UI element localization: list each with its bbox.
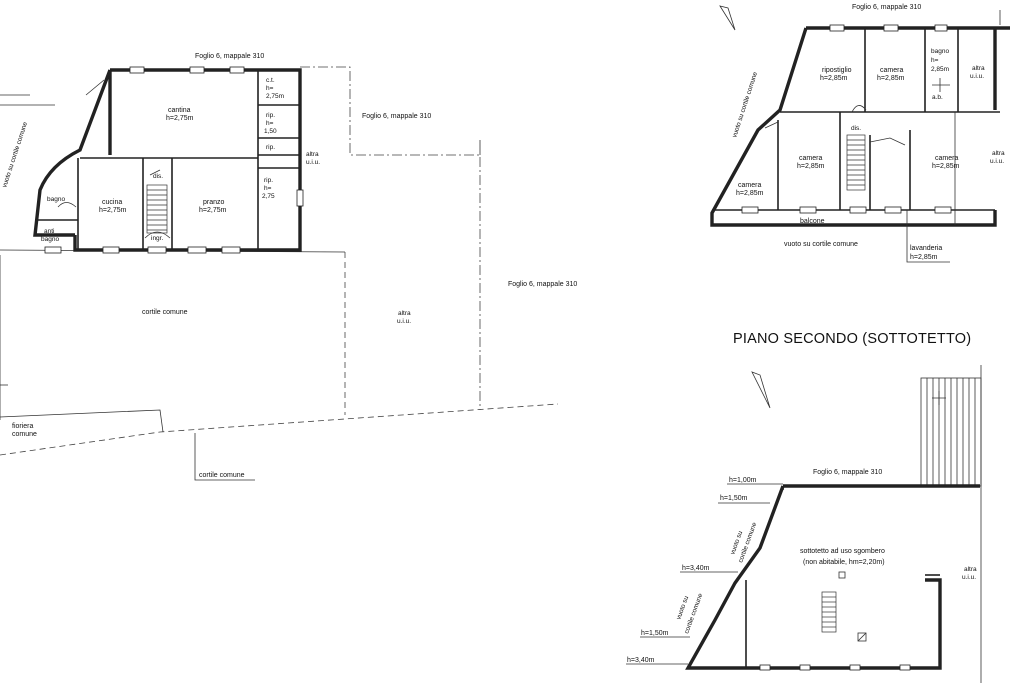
room-cucina-height: h=2,75m xyxy=(99,207,127,214)
second-floor-plan: PIANO SECONDO (SOTTOTETTO) xyxy=(626,331,982,683)
room-ct: c.t. xyxy=(266,77,275,84)
room-ingresso: ingr. xyxy=(151,235,163,242)
ff-lavanderia-label: lavanderia xyxy=(910,245,942,252)
room-ct-h2: 2,75m xyxy=(266,93,284,100)
room-dis: dis. xyxy=(153,173,163,180)
sf-parcel-label: Foglio 6, mappale 310 xyxy=(813,469,882,476)
ground-floor-plan: Foglio 6, mappale 310 Foglio 6, mappale … xyxy=(0,53,577,481)
room-rip-3-h1: h= xyxy=(264,185,272,192)
room-cucina: cucina xyxy=(102,199,122,206)
ff-altra-top: altra xyxy=(972,65,985,72)
sf-height-340-bottom: h=3,40m xyxy=(627,657,655,664)
ff-room-camera-4: camera xyxy=(738,182,761,189)
altra-uiu-yard-2: u.i.u. xyxy=(397,318,411,325)
sf-sottotetto-label: sottotetto ad uso sgombero xyxy=(800,548,885,555)
sf-sottotetto-note: (non abitabile, hm=2,20m) xyxy=(803,559,885,566)
parcel-label-far: Foglio 6, mappale 310 xyxy=(508,281,577,288)
ff-room-bagno-h2: 2,85m xyxy=(931,66,949,73)
ff-lavanderia-height: h=2,85m xyxy=(910,254,938,261)
sf-uiu: u.i.u. xyxy=(962,574,976,581)
ff-uiu-right: u.i.u. xyxy=(990,158,1004,165)
sf-height-100: h=1,00m xyxy=(729,477,757,484)
ff-uiu-top: u.i.u. xyxy=(970,73,984,80)
room-cantina-height: h=2,75m xyxy=(166,115,194,122)
ff-vuoto-bottom: vuoto su cortile comune xyxy=(784,241,858,248)
ff-room-camera-1: camera xyxy=(880,67,903,74)
ff-room-bagno: bagno xyxy=(931,48,949,55)
room-rip-3: rip. xyxy=(264,177,273,184)
room-antibagno-1: anti xyxy=(44,228,54,235)
room-pranzo-height: h=2,75m xyxy=(199,207,227,214)
ff-room-camera-3-height: h=2,85m xyxy=(932,163,960,170)
room-rip-2: rip. xyxy=(266,144,275,151)
room-rip-1-h2: 1,50 xyxy=(264,128,277,135)
room-rip-1-h1: h= xyxy=(266,120,274,127)
vuoto-cortile-left: vuoto su cortile comune xyxy=(1,121,29,189)
ff-ab-label: a.b. xyxy=(932,94,943,101)
cortile-comune-label: cortile comune xyxy=(142,309,188,316)
first-floor-plan: Foglio 6, mappale 310 vuoto su cortile c… xyxy=(710,4,1010,263)
room-rip-1: rip. xyxy=(266,112,275,119)
sf-altra: altra xyxy=(964,566,977,573)
ff-dis-label: dis. xyxy=(851,125,861,132)
room-cantina: cantina xyxy=(168,107,191,114)
sf-height-340-mid: h=3,40m xyxy=(682,565,710,572)
altra-uiu-label: altra xyxy=(306,151,319,158)
ff-room-bagno-h1: h= xyxy=(931,57,939,64)
sf-height-150-low: h=1,50m xyxy=(641,630,669,637)
ff-room-camera-2: camera xyxy=(799,155,822,162)
room-bagno: bagno xyxy=(47,196,65,203)
ff-parcel-label: Foglio 6, mappale 310 xyxy=(852,4,921,11)
fioriera-label-2: comune xyxy=(12,431,37,438)
ff-room-camera-1-height: h=2,85m xyxy=(877,75,905,82)
sf-height-150-top: h=1,50m xyxy=(720,495,748,502)
parcel-label-right: Foglio 6, mappale 310 xyxy=(362,113,431,120)
altra-uiu-label-2: u.i.u. xyxy=(306,159,320,166)
ff-room-ripostiglio-height: h=2,85m xyxy=(820,75,848,82)
altra-uiu-yard: altra xyxy=(398,310,411,317)
room-rip-3-h2: 2,75 xyxy=(262,193,275,200)
fioriera-label-1: fioriera xyxy=(12,423,34,430)
room-ct-h1: h= xyxy=(266,85,274,92)
room-pranzo: pranzo xyxy=(203,199,225,206)
cortile-comune-label-2: cortile comune xyxy=(199,472,245,479)
ff-room-camera-4-height: h=2,85m xyxy=(736,190,764,197)
second-floor-title: PIANO SECONDO (SOTTOTETTO) xyxy=(733,331,971,347)
ff-balcone-label: balcone xyxy=(800,218,825,225)
ff-room-camera-2-height: h=2,85m xyxy=(797,163,825,170)
ff-altra-right: altra xyxy=(992,150,1005,157)
ff-vuoto-diag: vuoto su cortile comune xyxy=(731,71,759,139)
ff-room-camera-3: camera xyxy=(935,155,958,162)
parcel-label-top: Foglio 6, mappale 310 xyxy=(195,53,264,60)
room-antibagno-2: bagno xyxy=(41,236,59,243)
ff-room-ripostiglio: ripostiglio xyxy=(822,67,852,74)
